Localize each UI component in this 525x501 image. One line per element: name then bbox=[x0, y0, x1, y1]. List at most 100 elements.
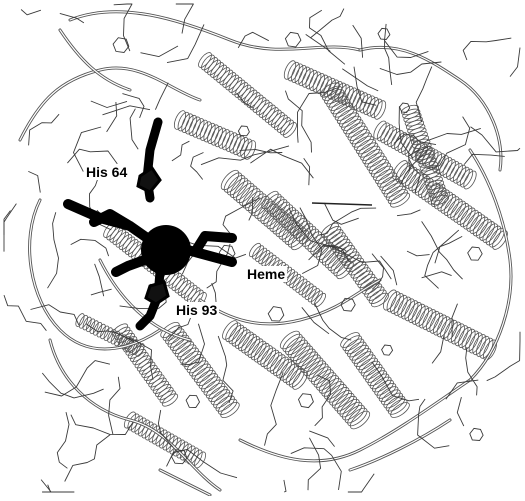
sidechain-25 bbox=[299, 207, 323, 274]
sidechain-71 bbox=[200, 145, 290, 166]
heme-label: Heme bbox=[245, 266, 288, 282]
sidechain-68 bbox=[175, 3, 194, 34]
sidechain-94 bbox=[3, 203, 17, 252]
helix-13 bbox=[279, 330, 371, 430]
sidechain-57 bbox=[347, 473, 375, 493]
sidechain-103 bbox=[323, 202, 359, 225]
aromatic-ring-8 bbox=[340, 297, 356, 312]
backbone-loop-6 bbox=[468, 148, 513, 382]
sidechain-83 bbox=[47, 212, 59, 289]
sidechain-99 bbox=[342, 68, 379, 92]
aromatic-ring-12 bbox=[297, 393, 314, 409]
aromatic-ring-4 bbox=[267, 306, 285, 322]
sidechain-72 bbox=[94, 263, 105, 297]
sidechain-90 bbox=[463, 153, 505, 165]
helix-2 bbox=[198, 52, 297, 138]
sidechain-69 bbox=[30, 304, 80, 326]
sidechain-75 bbox=[353, 66, 377, 106]
sidechain-101 bbox=[509, 47, 521, 77]
helix-14 bbox=[340, 332, 410, 418]
sidechain-4 bbox=[417, 398, 450, 449]
sidechain-58 bbox=[122, 93, 145, 119]
sidechain-33 bbox=[237, 31, 270, 49]
aromatic-ring-6 bbox=[381, 344, 394, 356]
helix-12 bbox=[222, 320, 308, 390]
active-site bbox=[63, 117, 237, 331]
sidechain-31 bbox=[308, 244, 347, 261]
aromatic-ring-9 bbox=[377, 27, 391, 40]
helix-3 bbox=[283, 60, 387, 120]
sidechain-8 bbox=[166, 24, 205, 64]
sidechain-106 bbox=[70, 238, 110, 257]
sidechain-2 bbox=[283, 479, 287, 493]
sidechain-26 bbox=[157, 409, 174, 448]
sidechain-93 bbox=[380, 255, 398, 286]
aromatic-ring-10 bbox=[469, 427, 484, 441]
sidechain-91 bbox=[28, 113, 60, 146]
sidechain-96 bbox=[102, 105, 151, 116]
helix-19 bbox=[75, 313, 145, 357]
sidechain-32 bbox=[239, 149, 283, 154]
sidechain-16 bbox=[371, 361, 420, 402]
sidechain-76 bbox=[425, 116, 471, 170]
helix-15 bbox=[383, 289, 497, 361]
sidechain-105 bbox=[20, 9, 42, 16]
sidechain-9 bbox=[3, 294, 47, 331]
backbone-trace bbox=[18, 10, 513, 497]
sidechain-95 bbox=[421, 221, 463, 280]
aromatic-ring-3 bbox=[237, 125, 250, 137]
sidechain-66 bbox=[456, 396, 465, 427]
sidechain-47 bbox=[310, 8, 345, 39]
sidechain-43 bbox=[396, 209, 421, 217]
backbone-loop-2 bbox=[18, 66, 202, 142]
sidechain-15 bbox=[59, 12, 85, 24]
sidechain-56 bbox=[307, 437, 322, 491]
sidechain-10 bbox=[465, 346, 478, 396]
sidechain-21 bbox=[190, 152, 204, 180]
sidechain-59 bbox=[222, 197, 261, 235]
sidechain-38 bbox=[248, 197, 254, 221]
sidechain-11 bbox=[383, 40, 429, 58]
sidechain-98 bbox=[303, 157, 311, 186]
sidechain-12 bbox=[322, 245, 392, 280]
his93-ring bbox=[144, 280, 170, 306]
sidechain-7 bbox=[462, 37, 512, 61]
sidechain-80 bbox=[318, 207, 377, 236]
sidechain-82 bbox=[166, 448, 238, 479]
sidechain-100 bbox=[379, 61, 442, 75]
sidechain-52 bbox=[400, 149, 428, 184]
sidechain-13 bbox=[108, 376, 121, 435]
sidechain-63 bbox=[206, 243, 231, 289]
heme-iron-atom bbox=[141, 225, 191, 275]
sidechain-1 bbox=[284, 90, 312, 153]
sidechain-60 bbox=[406, 250, 430, 257]
sidechain-34 bbox=[398, 106, 414, 159]
helix-ribbons bbox=[75, 52, 508, 469]
sidechain-102 bbox=[140, 45, 179, 58]
sidechain-30 bbox=[113, 3, 133, 52]
helix-17 bbox=[111, 323, 179, 407]
sidechain-6 bbox=[106, 101, 118, 133]
helix-1 bbox=[173, 110, 257, 160]
sidechain-97 bbox=[90, 288, 112, 296]
sidechain-42 bbox=[113, 330, 154, 380]
sidechain-107 bbox=[40, 479, 75, 493]
aromatic-ring-1 bbox=[170, 449, 188, 465]
sidechain-86 bbox=[305, 34, 331, 52]
his64-label: His 64 bbox=[84, 164, 130, 180]
sidechain-85 bbox=[314, 374, 332, 427]
sidechain-67 bbox=[73, 126, 102, 172]
aromatic-ring-5 bbox=[284, 31, 302, 48]
aromatic-ring-13 bbox=[185, 394, 201, 408]
his64-ring bbox=[136, 165, 162, 194]
sidechain-49 bbox=[236, 92, 254, 109]
sidechain-84 bbox=[297, 87, 339, 143]
sidechain-40 bbox=[90, 100, 128, 108]
helix-4 bbox=[319, 82, 411, 208]
sidechain-45 bbox=[129, 108, 139, 150]
sidechain-23 bbox=[421, 271, 452, 279]
his93-label: His 93 bbox=[174, 302, 220, 318]
sidechain-78 bbox=[56, 411, 70, 469]
